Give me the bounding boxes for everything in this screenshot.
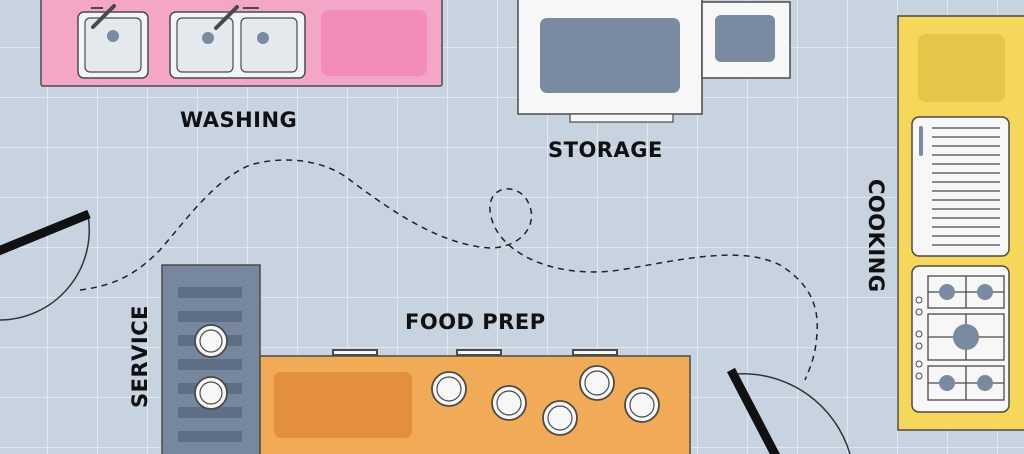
- washing-drying-pad: [321, 10, 427, 76]
- service-label: SERVICE: [128, 305, 152, 408]
- cooking-counter: [897, 15, 1024, 431]
- service-station: [161, 264, 261, 454]
- door-swing-icon: [0, 209, 851, 454]
- stove-burners-icon: [911, 265, 1010, 413]
- food-prep-label: FOOD PREP: [405, 310, 546, 334]
- sink-icon: [77, 4, 149, 79]
- griddle-icon: [911, 116, 1010, 257]
- plate-icon: [194, 324, 660, 436]
- washing-counter: [40, 0, 443, 87]
- cutting-board: [274, 372, 412, 438]
- double-sink-icon: [169, 5, 306, 79]
- refrigerator-icon: [517, 0, 703, 123]
- food-prep-counter: [259, 349, 691, 454]
- cooking-pad: [918, 34, 1005, 102]
- washing-label: WASHING: [180, 108, 298, 132]
- storage-unit: [517, 0, 791, 123]
- cooking-label: COOKING: [864, 179, 888, 293]
- storage-label: STORAGE: [548, 138, 663, 162]
- microwave-icon: [701, 1, 791, 79]
- workflow-path-icon: [79, 159, 819, 381]
